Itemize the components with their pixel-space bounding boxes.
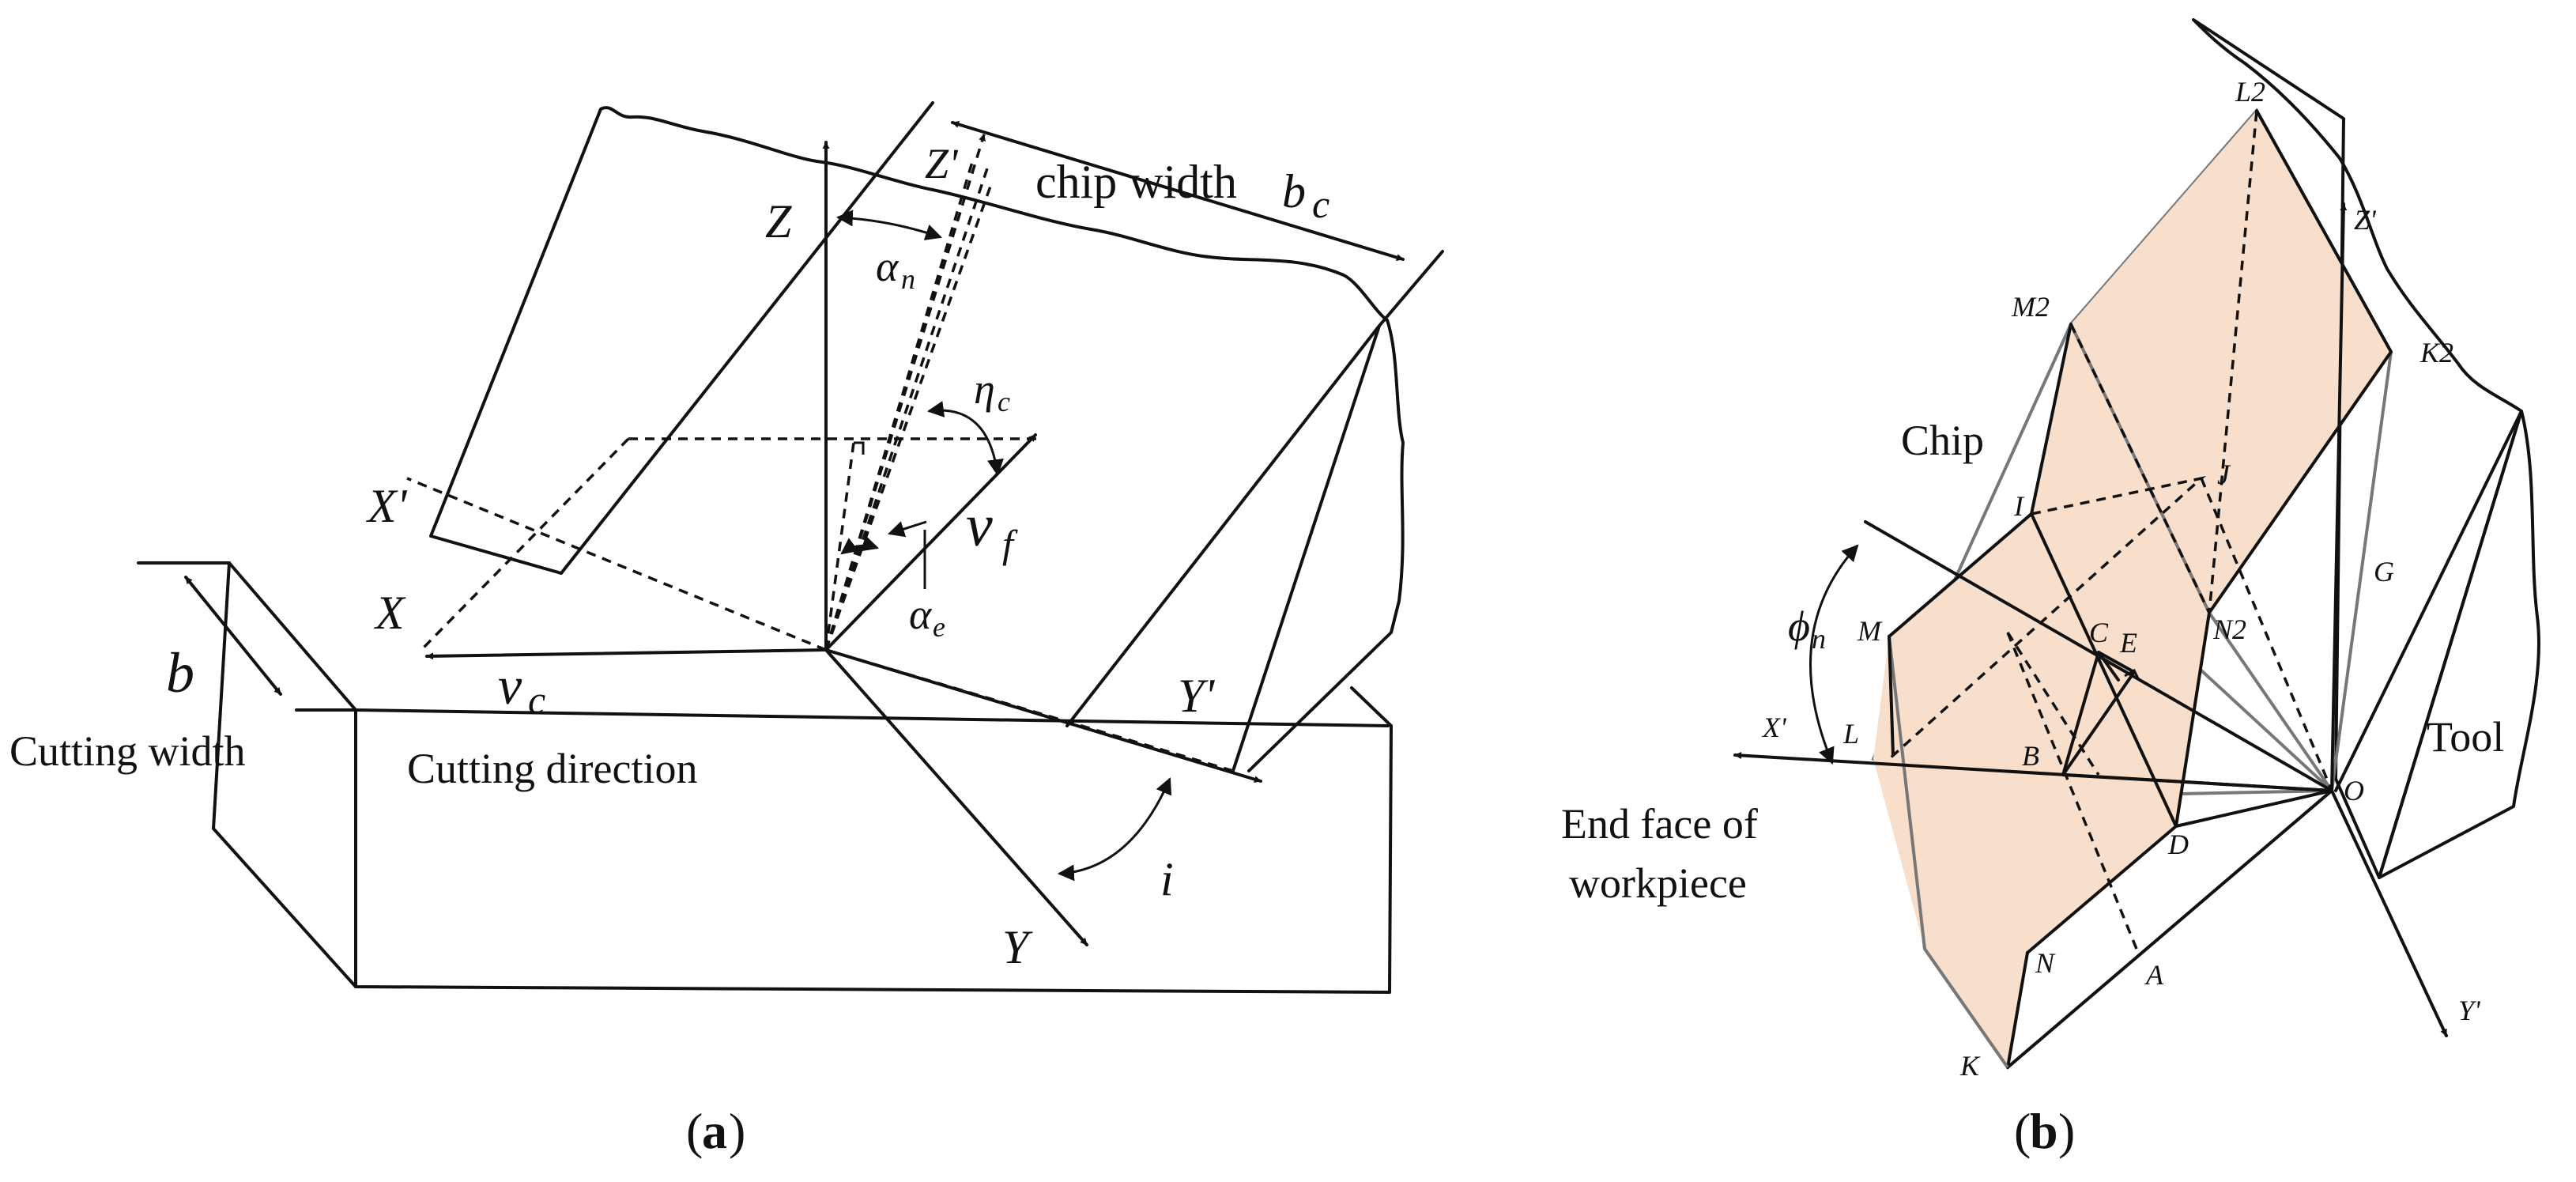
inclination-arc bbox=[1057, 777, 1172, 882]
caption-a-letter: a bbox=[702, 1103, 727, 1159]
point-A: A bbox=[2144, 959, 2164, 991]
point-N: N bbox=[2035, 947, 2056, 979]
alpha-e-arc bbox=[840, 535, 880, 555]
caption-b-close: ) bbox=[2058, 1103, 2075, 1159]
cutting-width-label: Cutting width bbox=[9, 727, 246, 775]
point-Z-prime: Z' bbox=[2354, 204, 2377, 236]
point-M: M bbox=[1857, 615, 1883, 647]
point-N2: N2 bbox=[2212, 614, 2246, 645]
vc-arrow bbox=[425, 648, 828, 660]
axes-a bbox=[425, 134, 1262, 946]
axis-y-label: Y bbox=[1002, 921, 1033, 973]
tool-edge bbox=[2334, 410, 2523, 792]
point-K: K bbox=[1959, 1050, 1981, 1082]
alpha-e-pointer bbox=[887, 520, 927, 538]
point-O: O bbox=[2344, 775, 2364, 806]
phi-n-subscript: n bbox=[1812, 623, 1826, 655]
angle-arcs bbox=[835, 210, 1172, 882]
point-B: B bbox=[2022, 740, 2039, 772]
y-prime-axis-b bbox=[2330, 789, 2448, 1037]
alpha-e-label: α bbox=[909, 591, 933, 638]
alpha-e-subscript: e bbox=[933, 611, 945, 643]
chip-width-subscript: c bbox=[1312, 182, 1329, 226]
point-X-prime: X' bbox=[1761, 712, 1787, 743]
point-G: G bbox=[2374, 556, 2394, 587]
point-J: J bbox=[2217, 459, 2231, 490]
dimension-arrows bbox=[184, 121, 1405, 696]
axis-z-prime-label: Z' bbox=[925, 140, 959, 187]
point-L2: L2 bbox=[2235, 76, 2265, 108]
point-M2: M2 bbox=[2011, 291, 2050, 323]
panel-a: chip width b c Z Z' α n η c v f α e X' X… bbox=[9, 101, 1444, 1159]
alpha-n-arc bbox=[835, 210, 942, 240]
labels-b: Chip Tool End face of workpiece ϕ n L2 M… bbox=[1561, 76, 2504, 1159]
labels-a: chip width b c Z Z' α n η c v f α e X' X… bbox=[9, 140, 1329, 1159]
vc-label: v bbox=[498, 655, 522, 716]
chip-width-dimension bbox=[951, 121, 1405, 261]
alpha-n-subscript: n bbox=[901, 263, 915, 295]
point-I: I bbox=[2013, 490, 2025, 522]
z-prime-axis-arrow bbox=[824, 134, 986, 651]
eta-c-arc bbox=[926, 401, 1004, 477]
chip-width-symbol: b bbox=[1282, 165, 1306, 217]
eta-c-label: η bbox=[974, 365, 995, 413]
vf-label: v bbox=[966, 493, 993, 559]
end-face-label-line1: End face of bbox=[1561, 800, 1758, 848]
tool-label: Tool bbox=[2427, 713, 2504, 761]
point-C: C bbox=[2089, 617, 2109, 648]
caption-a-close: ) bbox=[729, 1103, 745, 1159]
chip-width-label: chip width bbox=[1035, 156, 1237, 208]
z-prime-axis-b bbox=[2330, 202, 2348, 792]
vc-subscript: c bbox=[528, 678, 545, 722]
point-E: E bbox=[2119, 627, 2137, 659]
inclination-i-label: i bbox=[1160, 853, 1174, 905]
y-prime-arrow bbox=[824, 648, 1262, 783]
caption-b-open: ( bbox=[2014, 1103, 2031, 1159]
cutting-direction-label: Cutting direction bbox=[407, 745, 697, 792]
caption-a-open: ( bbox=[686, 1103, 703, 1159]
point-L: L bbox=[1842, 718, 1859, 750]
chip bbox=[1864, 108, 2393, 1070]
panel-b: Chip Tool End face of workpiece ϕ n L2 M… bbox=[1561, 18, 2540, 1159]
axis-z-label: Z bbox=[765, 195, 792, 247]
workpiece-block bbox=[137, 561, 1393, 994]
point-K2: K2 bbox=[2419, 337, 2453, 368]
tool-upper-hatch bbox=[2192, 18, 2523, 879]
axis-y-prime-label: Y' bbox=[1178, 670, 1215, 722]
vf-subscript: f bbox=[1002, 522, 1018, 566]
chip-label: Chip bbox=[1901, 417, 1984, 464]
point-D: D bbox=[2167, 829, 2189, 860]
axis-x-label: X bbox=[374, 587, 406, 639]
tool-lower-hatch bbox=[2378, 410, 2540, 879]
cutting-width-dimension bbox=[184, 576, 282, 696]
y-axis-arrow bbox=[824, 648, 1088, 946]
caption-b-letter: b bbox=[2030, 1103, 2058, 1159]
chip-plane bbox=[429, 101, 1444, 772]
end-face-label-line2: workpiece bbox=[1569, 859, 1747, 907]
axis-x-prime-label: X' bbox=[366, 480, 408, 532]
phi-n-label: ϕ bbox=[1788, 602, 1810, 650]
alpha-n-label: α bbox=[876, 243, 900, 290]
point-Y-prime: Y' bbox=[2458, 995, 2481, 1026]
cutting-width-symbol: b bbox=[166, 641, 194, 704]
eta-c-subscript: c bbox=[998, 386, 1010, 417]
phi-n-arc bbox=[1809, 544, 1859, 765]
